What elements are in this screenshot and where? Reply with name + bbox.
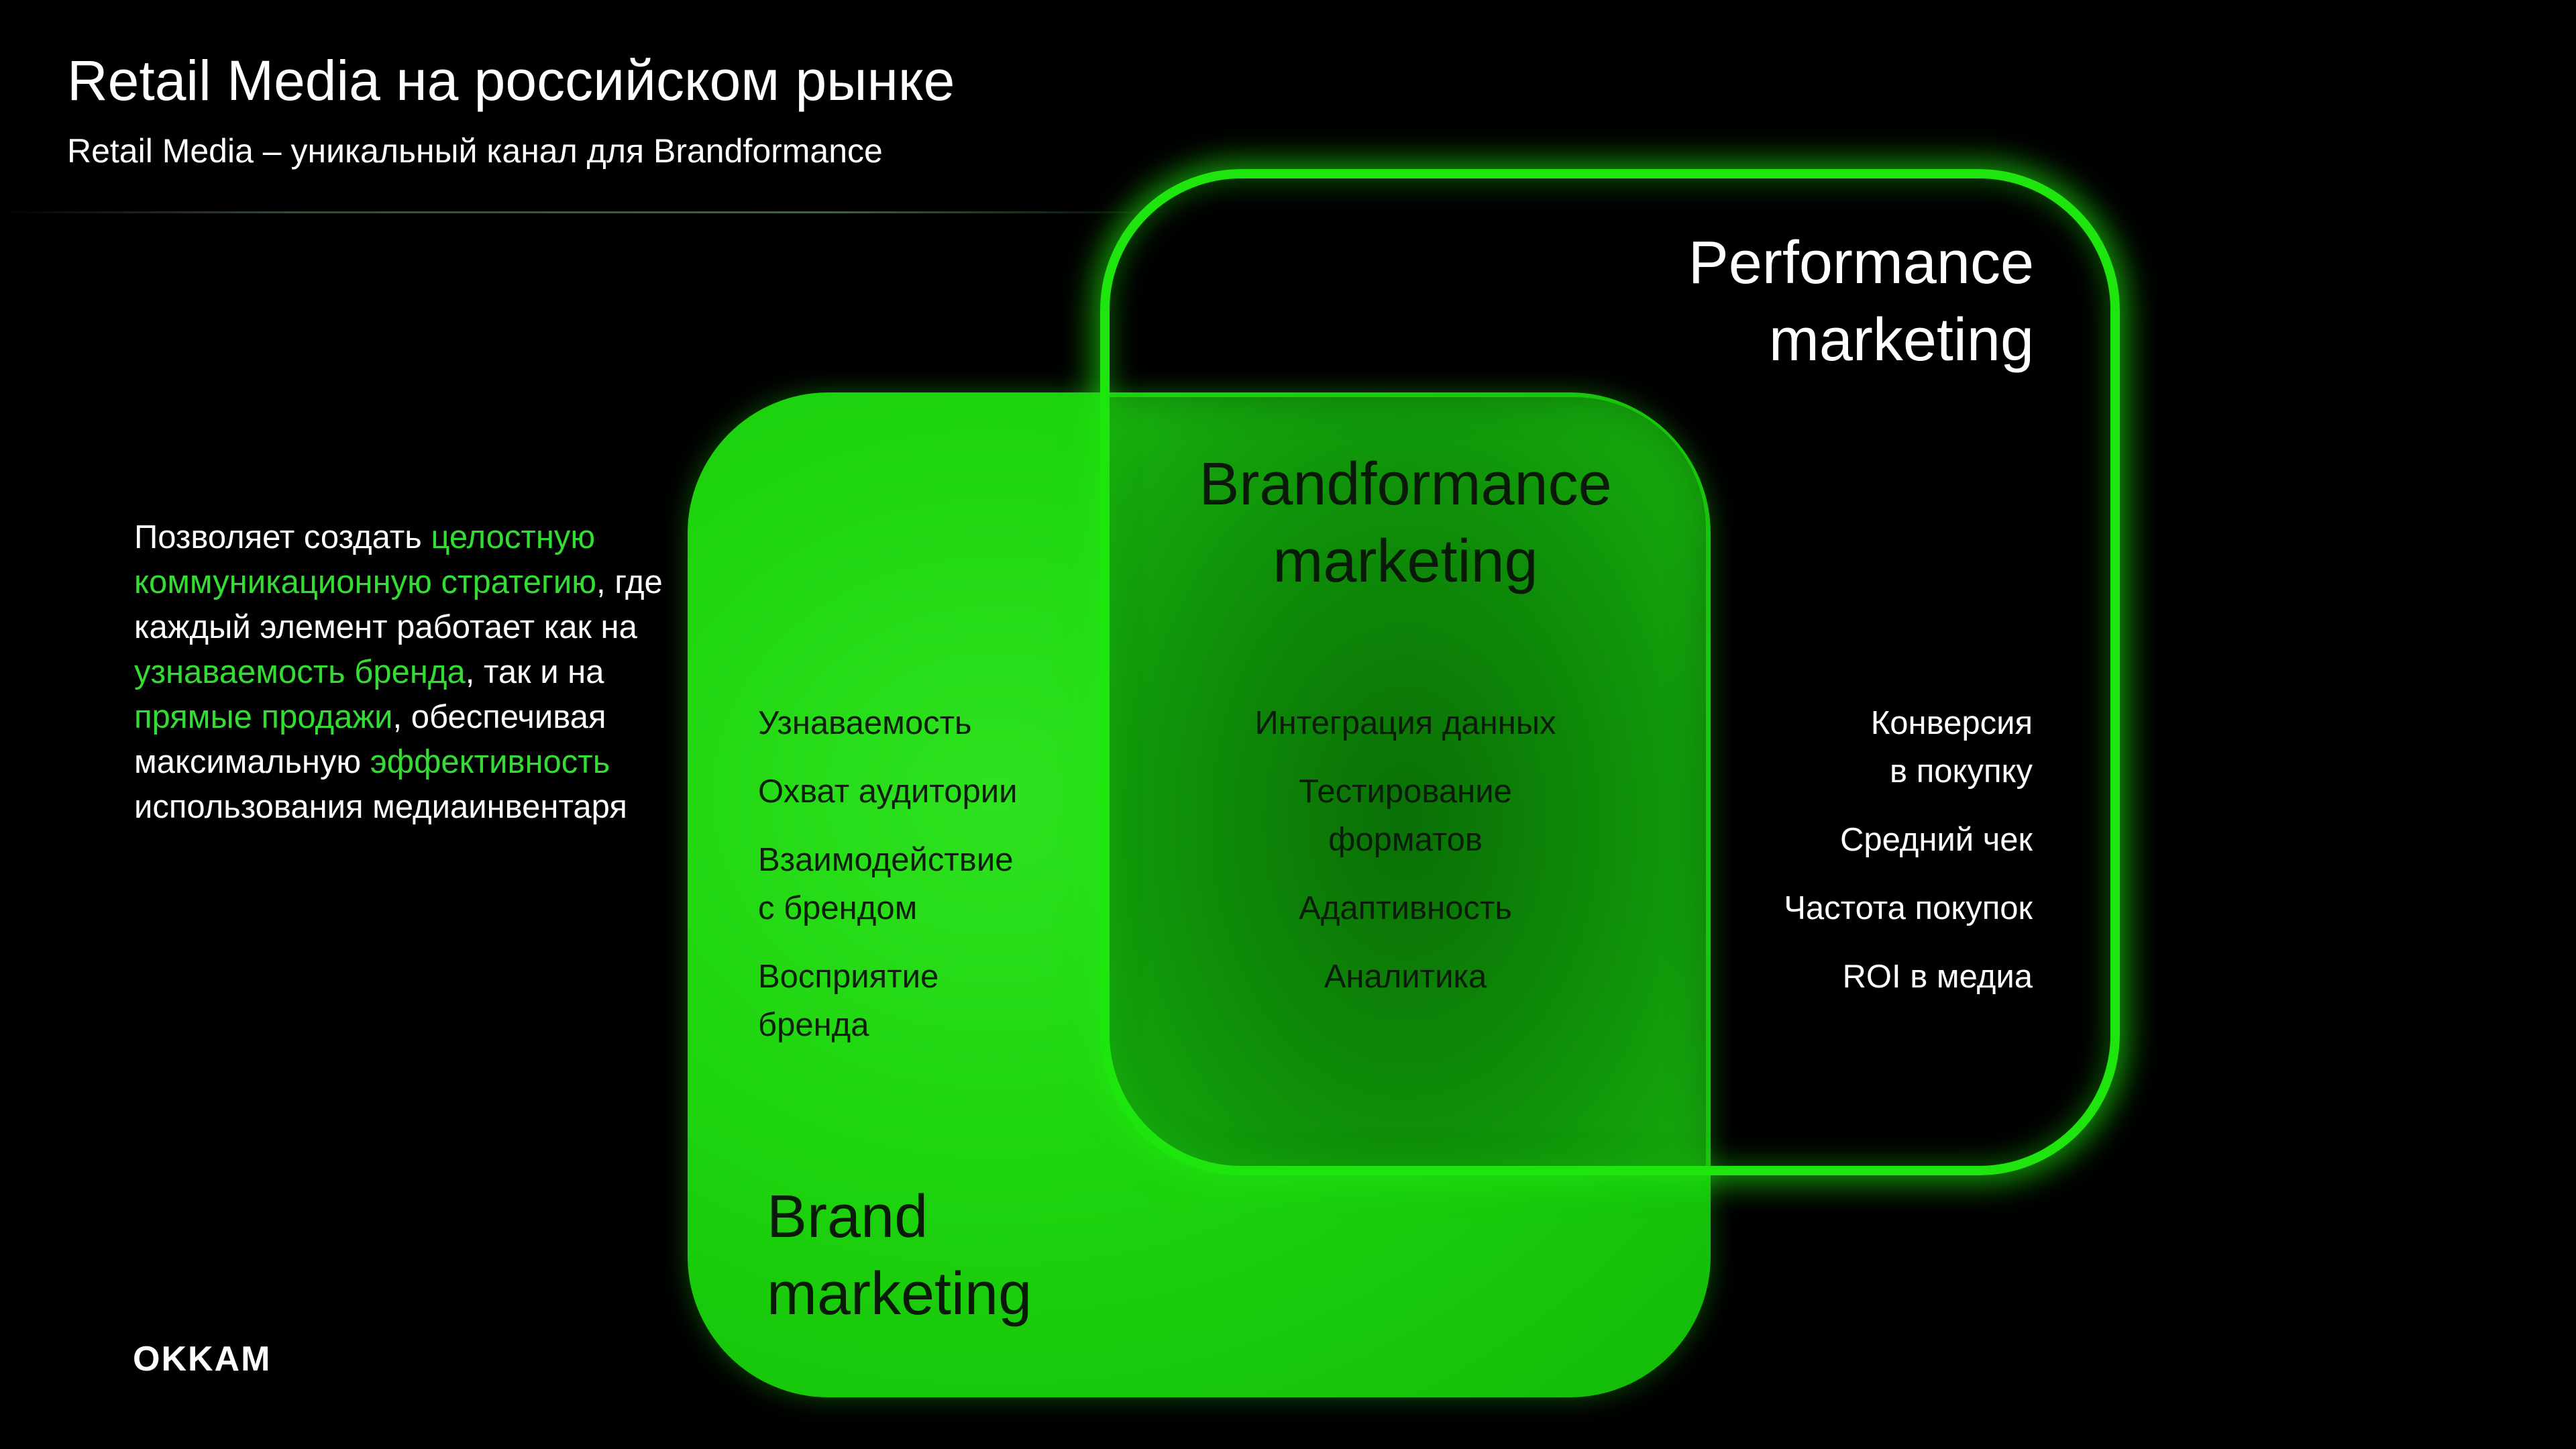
list-item: Тестирование форматов (1299, 773, 1512, 858)
intro-highlight: прямые продажи (134, 699, 393, 735)
brand-title: Brand marketing (767, 1183, 1032, 1328)
intro-text: использования медиаинвентаря (134, 789, 627, 825)
brand-feature-list: Узнаваемость Охват аудитории Взаимодейст… (758, 699, 1017, 1069)
intro-text: , где каждый элемент работает как на (134, 564, 663, 645)
performance-title: Performance marketing (1688, 229, 2034, 374)
brandformance-feature-list: Интеграция данных Тестирование форматов … (1130, 699, 1680, 1021)
list-item: Конверсия в покупку (1870, 705, 2033, 790)
list-item: Взаимодействие с брендом (758, 842, 1014, 926)
performance-feature-list: Конверсия в покупку Средний чек Частота … (1784, 699, 2033, 1021)
list-item: Частота покупок (1784, 890, 2033, 926)
list-item: Охват аудитории (758, 773, 1018, 810)
header-divider (0, 211, 1181, 213)
performance-marketing-box (1100, 169, 2120, 1175)
list-item: Аналитика (1324, 959, 1487, 995)
list-item: Узнаваемость (758, 705, 972, 741)
intro-text: Позволяет создать (134, 519, 431, 555)
list-item: Адаптивность (1299, 890, 1512, 926)
list-item: Средний чек (1839, 822, 2033, 858)
page-title: Retail Media на российском рынке (67, 49, 955, 112)
page-subtitle: Retail Media – уникальный канал для Bran… (67, 132, 883, 170)
okkam-logo: OKKAM (133, 1340, 272, 1379)
intro-paragraph: Позволяет создать целостную коммуникацио… (134, 515, 684, 830)
intro-highlight: эффективность (370, 744, 610, 780)
intro-highlight: целостную коммуникационную стратегию (134, 519, 597, 600)
list-item: Восприятие бренда (758, 959, 939, 1043)
list-item: Интеграция данных (1254, 705, 1556, 741)
brandformance-title: Brandformance marketing (1199, 451, 1612, 595)
intro-highlight: узнаваемость бренда (134, 654, 466, 690)
intro-text: , обеспечивая максимальную (134, 699, 606, 780)
intro-text: , так и на (465, 654, 604, 690)
list-item: ROI в медиа (1842, 959, 2033, 995)
